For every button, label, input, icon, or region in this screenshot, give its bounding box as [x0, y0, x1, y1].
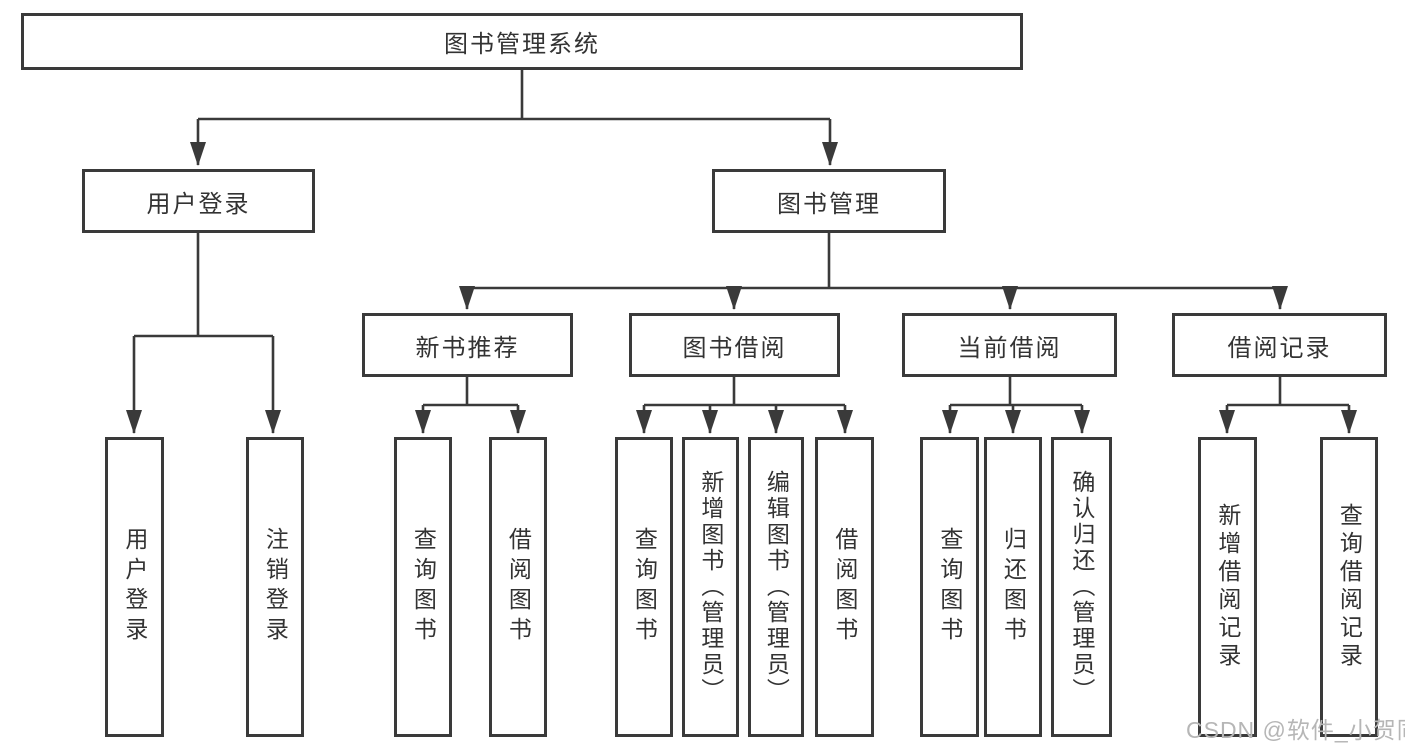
leaf-borrow-borrow: 借阅图书 — [815, 437, 874, 737]
leaf-borrow-borrow-label: 借阅图书 — [831, 527, 858, 647]
node-book-borrow: 图书借阅 — [629, 313, 840, 377]
branch-user-login — [126, 233, 281, 434]
node-new-book-rec: 新书推荐 — [362, 313, 573, 377]
branch-current-borrow — [942, 377, 1090, 434]
leaf-records-query: 查询借阅记录 — [1320, 437, 1378, 737]
node-user-login: 用户登录 — [82, 169, 315, 233]
branch-new-book — [415, 377, 526, 434]
leaf-user-login: 用户登录 — [105, 437, 164, 737]
node-current-borrow-label: 当前借阅 — [957, 334, 1062, 362]
branch-borrow-records — [1219, 377, 1357, 434]
leaf-current-return-label: 归还图书 — [1000, 527, 1027, 647]
node-book-mgmt: 图书管理 — [712, 169, 946, 233]
leaf-logout-label: 注销登录 — [262, 527, 289, 647]
node-user-login-label: 用户登录 — [146, 190, 251, 218]
branch-book-borrow — [636, 377, 853, 434]
leaf-newbook-query-label: 查询图书 — [410, 527, 437, 647]
branch-root — [190, 70, 838, 166]
leaf-current-query-label: 查询图书 — [936, 527, 963, 647]
node-new-book-rec-label: 新书推荐 — [415, 334, 520, 362]
leaf-current-confirm: 确认归还（管理员） — [1051, 437, 1112, 737]
leaf-current-return: 归还图书 — [984, 437, 1042, 737]
leaf-records-add-label: 新增借阅记录 — [1214, 503, 1241, 671]
leaf-logout: 注销登录 — [246, 437, 304, 737]
node-borrow-records: 借阅记录 — [1172, 313, 1387, 377]
leaf-borrow-query-label: 查询图书 — [631, 527, 658, 647]
leaf-current-confirm-label: 确认归还（管理员） — [1068, 470, 1095, 704]
leaf-borrow-add-label: 新增图书（管理员） — [697, 470, 724, 704]
csdn-watermark: CSDN @软件_小贺同学 — [1186, 717, 1405, 743]
leaf-newbook-query: 查询图书 — [394, 437, 452, 737]
leaf-records-add: 新增借阅记录 — [1198, 437, 1257, 737]
node-borrow-records-label: 借阅记录 — [1227, 334, 1332, 362]
leaf-current-query: 查询图书 — [920, 437, 979, 737]
leaf-borrow-add: 新增图书（管理员） — [682, 437, 739, 737]
node-book-borrow-label: 图书借阅 — [682, 334, 787, 362]
leaf-newbook-borrow-label: 借阅图书 — [505, 527, 532, 647]
node-root: 图书管理系统 — [21, 13, 1023, 70]
leaf-newbook-borrow: 借阅图书 — [489, 437, 547, 737]
leaf-user-login-label: 用户登录 — [121, 527, 148, 647]
node-root-label: 图书管理系统 — [444, 31, 600, 58]
leaf-borrow-edit-label: 编辑图书（管理员） — [763, 470, 790, 704]
node-current-borrow: 当前借阅 — [902, 313, 1117, 377]
leaf-borrow-edit: 编辑图书（管理员） — [748, 437, 804, 737]
node-book-mgmt-label: 图书管理 — [777, 190, 881, 218]
leaf-borrow-query: 查询图书 — [615, 437, 673, 737]
leaf-records-query-label: 查询借阅记录 — [1336, 503, 1363, 671]
branch-book-mgmt — [459, 233, 1288, 310]
